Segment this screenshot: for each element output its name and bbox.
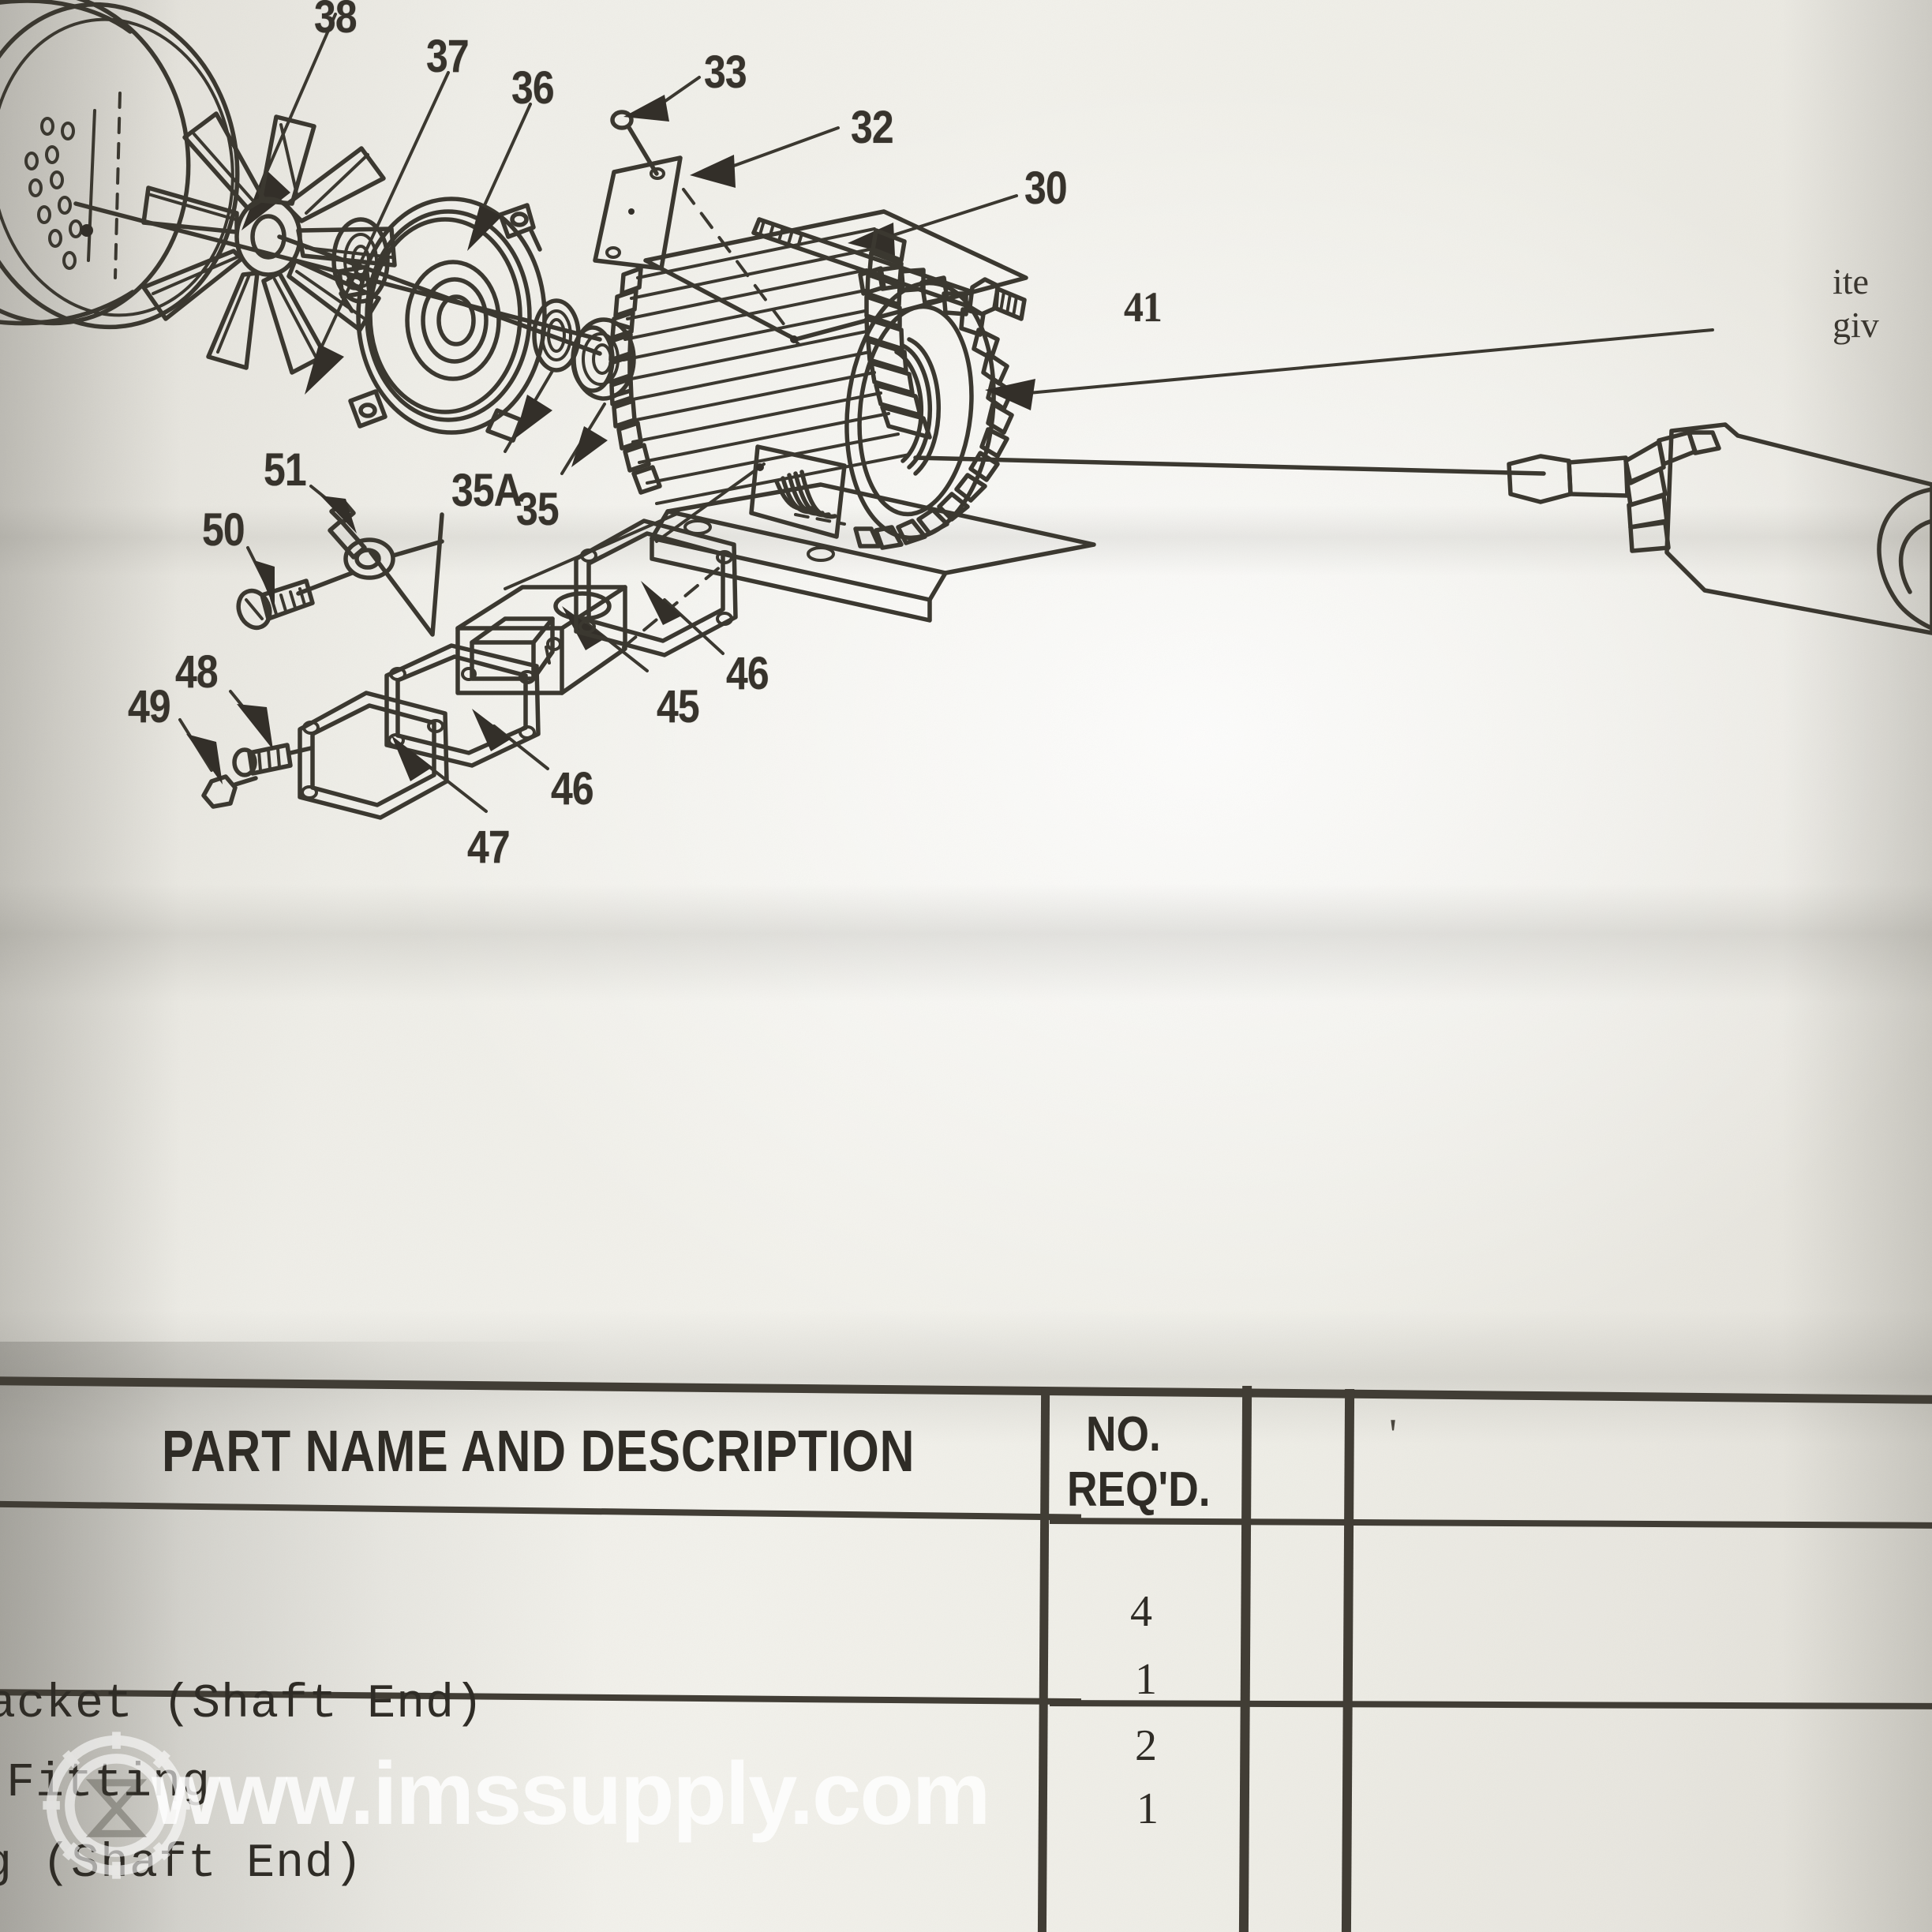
table-rule-col-qty-r [1238, 1385, 1252, 1932]
leader-41 [985, 328, 1714, 410]
callout-number: 46 [551, 763, 594, 814]
callout-number: 37 [426, 31, 470, 82]
lockwasher-part-49 [201, 774, 258, 809]
rotor-part-41 [1623, 422, 1932, 635]
fan-cover-part-38 [0, 0, 240, 330]
callout-number: 30 [1024, 163, 1068, 214]
leader-36 [467, 103, 532, 251]
callout-number: 33 [704, 47, 747, 98]
stator-frame-housing [608, 209, 1096, 623]
leader-30 [848, 194, 1018, 256]
callout-number: 51 [264, 444, 307, 496]
cutoff-text-item: ite [1833, 261, 1869, 301]
table-header-reqd: REQ'D. [1067, 1462, 1211, 1517]
leader-32 [690, 126, 840, 188]
callout-number: 47 [467, 822, 511, 873]
table-rule-header-r [1049, 1517, 1932, 1530]
callout-number: 35 [516, 484, 560, 535]
leader-48 [229, 690, 273, 750]
callout-number: 36 [511, 62, 555, 114]
leader-35 [560, 402, 608, 475]
screw-part-50 [236, 578, 315, 631]
rotor-shaft-right [913, 454, 1630, 504]
leader-46-upper [641, 581, 724, 655]
callout-number: 46 [726, 648, 769, 699]
lifting-lug-part-51 [296, 500, 444, 596]
table-cell-qty: 4 [1130, 1587, 1152, 1636]
callout-number: 50 [202, 504, 245, 556]
table-cell-part-name: Bracket (Shaft End) [0, 1678, 485, 1732]
callout-number: 48 [175, 646, 219, 698]
callout-number: 41 [1124, 283, 1163, 331]
table-header-part-name: PART NAME AND DESCRIPTION [162, 1418, 915, 1484]
callout-number: 49 [128, 681, 171, 732]
cooling-fan-part-37 [141, 111, 397, 375]
leader-33 [623, 76, 701, 122]
gasket-part-46-lower [384, 643, 541, 768]
table-header-no: NO. [1086, 1407, 1161, 1462]
table-rule-top [0, 1376, 1932, 1405]
leader-37 [305, 71, 450, 395]
table-cell-qty: 1 [1135, 1655, 1157, 1704]
callout-number: 38 [314, 0, 358, 43]
leader-35A [504, 369, 554, 453]
table-rule-col-last [1341, 1388, 1355, 1932]
leader-50 [246, 546, 275, 609]
callout-number: 45 [657, 681, 700, 732]
table-rule-col-qty [1037, 1387, 1050, 1932]
table-cell-qty: 2 [1135, 1721, 1157, 1770]
end-bracket-part-36 [337, 197, 547, 443]
stator-end-ring [844, 280, 996, 541]
leader-46-lower [472, 709, 549, 770]
cutoff-text-give: giv [1833, 305, 1879, 345]
table-cell-part-name: ase Fitting [0, 1757, 212, 1810]
callout-number: 32 [851, 102, 894, 153]
screw-part-48 [232, 743, 313, 777]
lead-wires [749, 444, 847, 539]
table-rule-row1-r [1049, 1699, 1932, 1710]
leader-47 [391, 736, 488, 813]
leader-49 [178, 718, 223, 784]
table-rule-header [0, 1500, 1081, 1521]
callout-number: 35A [451, 465, 522, 516]
table-cell-part-name: ring (Shaft End) [0, 1837, 364, 1891]
assembly-guide-line [369, 512, 444, 637]
gasket-part-46-upper [504, 511, 738, 657]
parts-list-table: PART NAME AND DESCRIPTION NO. REQ'D. Bra… [0, 1376, 1932, 1932]
table-cell-clipped: ' [1389, 1410, 1398, 1459]
table-cell-qty: 1 [1136, 1784, 1159, 1833]
leader-51 [309, 485, 357, 534]
leader-45 [562, 606, 649, 672]
conduit-box-part-45 [455, 585, 627, 695]
motor-base-feet [650, 482, 1096, 623]
